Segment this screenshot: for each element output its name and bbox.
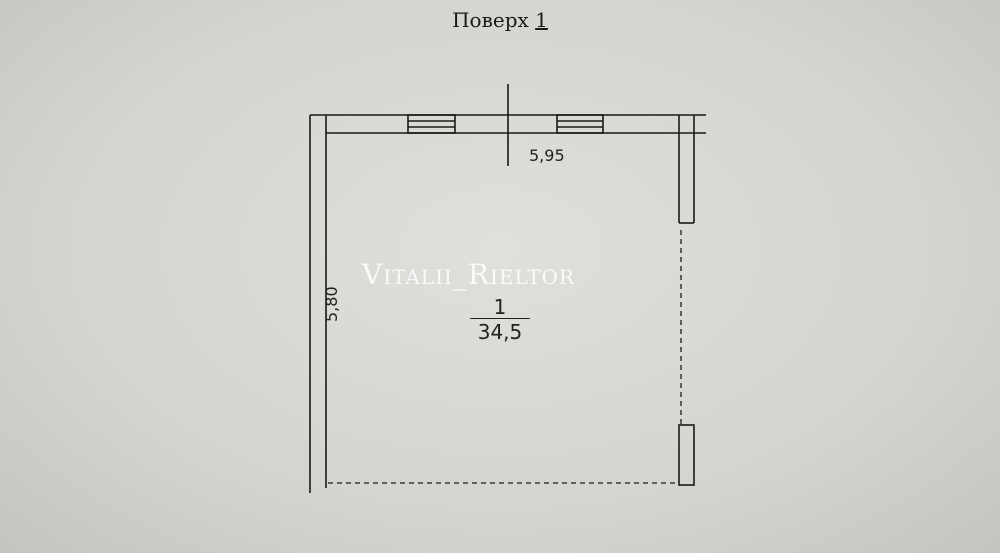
window-left bbox=[407, 114, 456, 134]
floor-title: Поверх 1 bbox=[0, 8, 1000, 32]
height-dimension: 5,80 bbox=[322, 286, 341, 322]
floor-number: 1 bbox=[535, 8, 548, 32]
watermark: Vitalii_Rieltor bbox=[362, 258, 575, 291]
width-dimension: 5,95 bbox=[529, 146, 565, 165]
floor-label: Поверх bbox=[452, 8, 529, 32]
room-area: 34,5 bbox=[477, 320, 523, 344]
room-number: 1 bbox=[470, 296, 530, 319]
right-wall-upper bbox=[678, 115, 695, 224]
room-label: 1 34,5 bbox=[470, 296, 530, 345]
left-wall bbox=[309, 115, 327, 493]
right-wall-lower bbox=[678, 424, 695, 486]
window-right bbox=[556, 114, 604, 134]
